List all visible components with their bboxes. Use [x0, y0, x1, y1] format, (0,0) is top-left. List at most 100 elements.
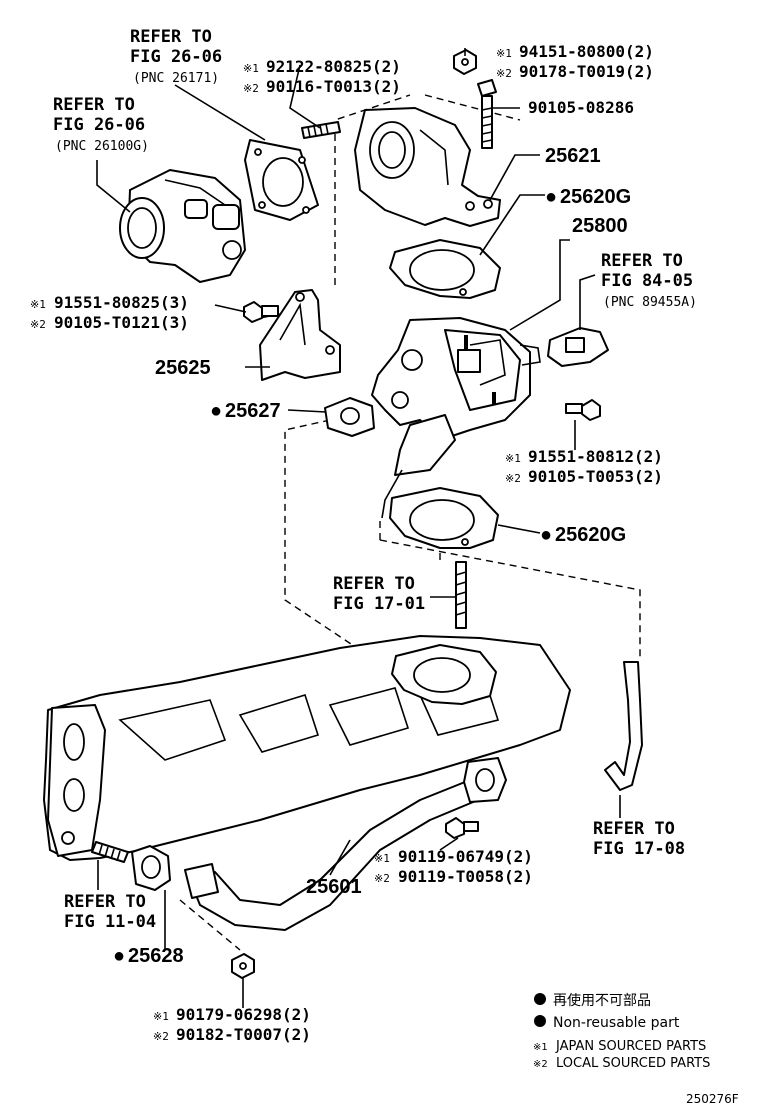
- legend-mark2: ※2: [533, 1059, 548, 1070]
- legend-japan-sourced: JAPAN SOURCED PARTS: [555, 1039, 706, 1054]
- throttle-body-illustration: [119, 169, 246, 283]
- svg-text:FIG 17-01: FIG 17-01: [333, 594, 425, 614]
- part-25601-label: 25601: [306, 876, 362, 898]
- svg-text:※1: ※1: [505, 452, 521, 465]
- nonreusable-dot-icon: [534, 993, 546, 1005]
- sensor-89455a-illustration: [547, 327, 609, 367]
- svg-text:90179-06298(2): 90179-06298(2): [176, 1005, 311, 1024]
- stud-11-04-illustration: [91, 841, 129, 863]
- svg-text:※1: ※1: [243, 62, 259, 75]
- stud-17-01-illustration: [455, 561, 467, 629]
- part-25627-label: ● 25627: [210, 400, 281, 422]
- nut-and-bolt-illustration: [453, 49, 497, 149]
- legend-mark1: ※1: [533, 1042, 548, 1053]
- leader-lines: [96, 48, 621, 1008]
- gasket-25628-illustration: [131, 845, 171, 891]
- ref-fig-84-05: REFER TO FIG 84-05 (PNC 89455A): [601, 251, 697, 310]
- svg-text:(PNC 89455A): (PNC 89455A): [603, 295, 697, 310]
- svg-text:●: ●: [545, 186, 557, 208]
- part-91551b-label: ※1 91551-80812(2) ※2 90105-T0053(2): [505, 447, 663, 486]
- svg-text:※1: ※1: [496, 47, 512, 60]
- svg-text:FIG 26-06: FIG 26-06: [53, 115, 145, 135]
- svg-text:REFER TO: REFER TO: [64, 892, 146, 912]
- svg-text:※1: ※1: [30, 298, 46, 311]
- legend-nonreusable-jp: 再使用不可部品: [553, 992, 651, 1009]
- svg-text:90116-T0013(2): 90116-T0013(2): [266, 77, 401, 96]
- svg-text:※2: ※2: [496, 67, 512, 80]
- nonreusable-dot-icon: [534, 1015, 546, 1027]
- svg-text:90178-T0019(2): 90178-T0019(2): [519, 62, 654, 81]
- svg-text:90182-T0007(2): 90182-T0007(2): [176, 1025, 311, 1044]
- svg-text:FIG 84-05: FIG 84-05: [601, 271, 693, 291]
- legend-nonreusable-en: Non-reusable part: [553, 1015, 680, 1031]
- svg-text:●: ●: [113, 945, 125, 967]
- svg-text:※1: ※1: [374, 852, 390, 865]
- svg-text:REFER TO: REFER TO: [333, 574, 415, 594]
- figure-id: 250276F: [686, 1092, 739, 1106]
- svg-text:90119-06749(2): 90119-06749(2): [398, 847, 533, 866]
- svg-text:●: ●: [540, 524, 552, 546]
- intake-elbow-illustration: [354, 107, 501, 227]
- svg-text:FIG 17-08: FIG 17-08: [593, 839, 685, 859]
- stud-bolt-illustration: [301, 121, 341, 139]
- svg-text:※2: ※2: [243, 82, 259, 95]
- bolt-91551b-illustration: [565, 399, 601, 421]
- svg-text:91551-80812(2): 91551-80812(2): [528, 447, 663, 466]
- part-25620g-bottom-label: ● 25620G: [540, 524, 626, 546]
- ref-fig-26-06-pnc-26171: REFER TO FIG 26-06 (PNC 26171): [130, 27, 222, 86]
- part-25625-label: 25625: [155, 357, 211, 379]
- bolt-90119-illustration: [445, 817, 479, 839]
- legend-local-sourced: LOCAL SOURCED PARTS: [556, 1056, 710, 1071]
- gasket-26171-illustration: [244, 139, 319, 221]
- svg-text:※2: ※2: [374, 872, 390, 885]
- svg-text:※2: ※2: [30, 318, 46, 331]
- egr-valve-25800-illustration: [371, 317, 541, 519]
- part-92122-label: ※1 92122-80825(2) ※2 90116-T0013(2): [243, 57, 401, 96]
- part-90179-label: ※1 90179-06298(2) ※2 90182-T0007(2): [153, 1005, 311, 1044]
- svg-text:REFER TO: REFER TO: [53, 95, 135, 115]
- gasket-25627-illustration: [324, 397, 375, 437]
- svg-text:90105-T0053(2): 90105-T0053(2): [528, 467, 663, 486]
- svg-text:※2: ※2: [505, 472, 521, 485]
- gasket-25620g-bottom-illustration: [389, 487, 499, 549]
- svg-text:※2: ※2: [153, 1030, 169, 1043]
- legend: 再使用不可部品 Non-reusable part ※1 JAPAN SOURC…: [533, 992, 710, 1071]
- ref-fig-17-08: REFER TO FIG 17-08: [593, 819, 685, 859]
- egr-pipe-25601-illustration: [184, 757, 507, 931]
- svg-text:REFER TO: REFER TO: [130, 27, 212, 47]
- ref-fig-26-06-pnc-26100g: REFER TO FIG 26-06 (PNC 26100G): [53, 95, 149, 154]
- part-25621-label: 25621: [545, 145, 601, 167]
- part-94151-label: ※1 94151-80800(2) ※2 90178-T0019(2): [496, 42, 654, 81]
- svg-text:90105-T0121(3): 90105-T0121(3): [54, 313, 189, 332]
- bracket-25625-illustration: [259, 289, 341, 381]
- svg-text:25620G: 25620G: [555, 524, 626, 546]
- bolt-91551a-illustration: [243, 301, 279, 323]
- part-25628-label: ● 25628: [113, 945, 184, 967]
- gasket-25620g-top-illustration: [389, 239, 501, 299]
- svg-text:REFER TO: REFER TO: [593, 819, 675, 839]
- svg-text:REFER TO: REFER TO: [601, 251, 683, 271]
- svg-text:FIG 26-06: FIG 26-06: [130, 47, 222, 67]
- svg-text:25628: 25628: [128, 945, 184, 967]
- svg-text:(PNC 26100G): (PNC 26100G): [55, 139, 149, 154]
- svg-text:(PNC 26171): (PNC 26171): [133, 71, 219, 86]
- svg-text:91551-80825(3): 91551-80825(3): [54, 293, 189, 312]
- svg-text:※1: ※1: [153, 1010, 169, 1023]
- part-91551a-label: ※1 91551-80825(3) ※2 90105-T0121(3): [30, 293, 189, 332]
- svg-text:94151-80800(2): 94151-80800(2): [519, 42, 654, 61]
- nut-90179-illustration: [231, 953, 255, 979]
- part-25620g-top-label: ● 25620G: [545, 186, 631, 208]
- ref-fig-11-04: REFER TO FIG 11-04: [64, 892, 156, 932]
- part-25800-label: 25800: [572, 215, 628, 237]
- hose-17-08-illustration: [604, 661, 643, 791]
- svg-text:FIG 11-04: FIG 11-04: [64, 912, 156, 932]
- svg-text:92122-80825(2): 92122-80825(2): [266, 57, 401, 76]
- part-90119-label: ※1 90119-06749(2) ※2 90119-T0058(2): [374, 847, 533, 886]
- svg-text:90119-T0058(2): 90119-T0058(2): [398, 867, 533, 886]
- intake-manifold-illustration: [43, 635, 571, 861]
- svg-text:●: ●: [210, 400, 222, 422]
- svg-text:25627: 25627: [225, 400, 281, 422]
- part-90105-08286-label: 90105-08286: [528, 98, 634, 117]
- svg-text:25620G: 25620G: [560, 186, 631, 208]
